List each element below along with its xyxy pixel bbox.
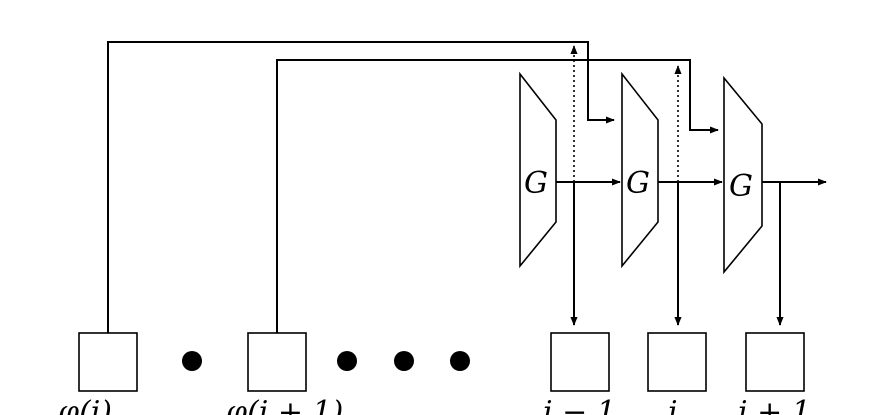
wire-phi-i1-to-generator-3 [276, 59, 719, 333]
ellipsis-dot-4 [450, 351, 470, 371]
memory-box-i-plus-1 [745, 332, 805, 392]
generator-block-1 [519, 71, 557, 269]
label-i-plus-1: i + 1 [738, 395, 811, 415]
ellipsis-dot-1 [182, 351, 202, 371]
generator-label-1: G [524, 166, 548, 201]
generator-block-2 [621, 71, 659, 269]
memory-box-i-minus-1 [550, 332, 610, 392]
memory-box-phi-i1 [247, 332, 307, 392]
generator-label-3: G [729, 169, 753, 204]
label-phi-i1: φ(i + 1) [226, 395, 343, 415]
memory-box-i [647, 332, 707, 392]
ellipsis-dot-3 [394, 351, 414, 371]
label-i: i [668, 395, 678, 415]
memory-box-phi-i [78, 332, 138, 392]
generator-label-2: G [626, 166, 650, 201]
ellipsis-dot-2 [337, 351, 357, 371]
label-phi-i: φ(i) [58, 395, 112, 415]
label-i-minus-1: i − 1 [543, 395, 616, 415]
wire-phi-i-to-generator-2 [107, 41, 615, 333]
generator-block-3 [723, 75, 763, 275]
